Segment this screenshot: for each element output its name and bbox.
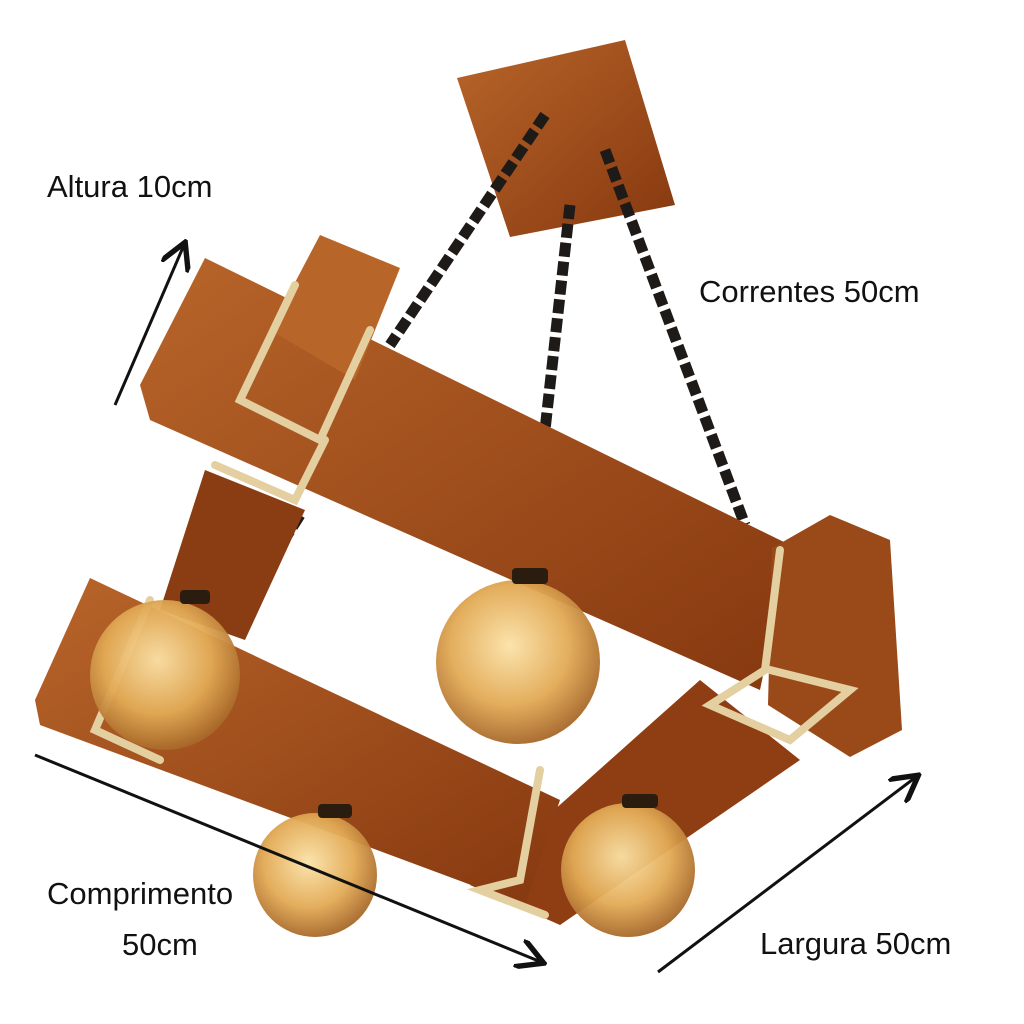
- length-label-line2: 50cm: [122, 927, 198, 962]
- width-arrow: [657, 777, 916, 974]
- bulb-left: [90, 600, 240, 750]
- back-beam: [140, 258, 790, 690]
- length-arrow: [34, 753, 541, 962]
- height-label: Altura 10cm: [47, 169, 213, 204]
- chains: [235, 111, 751, 613]
- wood-frame: [35, 235, 902, 925]
- corner-block-right: [768, 515, 902, 757]
- bulbs: [90, 568, 695, 937]
- dimension-arrows: [34, 245, 916, 974]
- chains-label: Correntes 50cm: [699, 274, 920, 309]
- bulb-bottom: [253, 813, 377, 937]
- bulb-center: [436, 580, 600, 744]
- height-arrow: [113, 245, 184, 406]
- bulb-right: [561, 803, 695, 937]
- width-label: Largura 50cm: [760, 926, 952, 961]
- length-label-line1: Comprimento: [47, 876, 234, 911]
